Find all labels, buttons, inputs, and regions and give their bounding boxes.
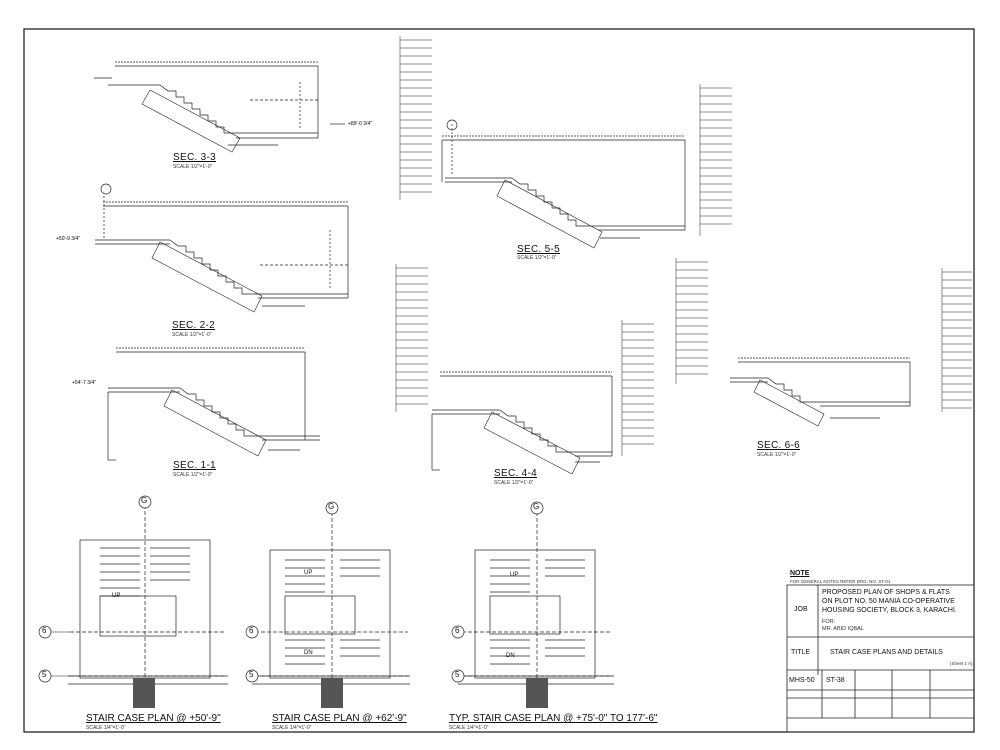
title-block-job-label: JOB: [794, 606, 808, 613]
plan-3-dn-label: DN: [506, 653, 515, 659]
section-2-2-drawing: [95, 196, 349, 313]
section-5-5-drawing: [441, 124, 686, 249]
plan-3-grid-5-bubble: [451, 669, 465, 683]
section-4-4-scale: SCALE 1/2"=1'-0": [494, 480, 534, 486]
stair-plan-2-drawing: [252, 512, 410, 708]
section-3-3-scale: SCALE 1/2"=1'-0": [173, 164, 213, 170]
note-text: FOR GENERAL NOTES REFER DRG. NO. ST-01: [790, 579, 891, 584]
title-block-for-label: FOR:: [822, 619, 836, 625]
section-1-1-title: SEC. 1-1: [173, 460, 216, 471]
plan-3-grid-g-label: G: [533, 502, 540, 511]
section-6-6-scale: SCALE 1/2"=1'-0": [757, 452, 797, 458]
stair-plan-3-title: TYP. STAIR CASE PLAN @ +75'-0" TO 177'-6…: [449, 713, 658, 724]
section-4-4-title: SEC. 4-4: [494, 468, 537, 479]
stair-plan-2-column: [321, 678, 343, 708]
plan-2-grid-5-label: 5: [249, 670, 254, 679]
level-column-left-mid: [395, 264, 428, 412]
stair-plan-3-column: [526, 678, 548, 708]
title-block-title-label: TITLE: [791, 649, 811, 656]
section-2-2-title: SEC. 2-2: [172, 320, 215, 331]
section-1-1-level: +54'-7 3/4": [72, 380, 96, 386]
plan-2-dn-label: DN: [304, 650, 313, 656]
section-2-2-scale: SCALE 1/2"=1'-0": [172, 332, 212, 338]
section-5-5-title: SEC. 5-5: [517, 244, 560, 255]
plan-2-grid-g-bubble: [325, 501, 339, 515]
title-block-project-code: MHS-50: [789, 677, 815, 684]
plan-3-grid-6-label: 6: [455, 626, 460, 635]
plan-2-grid-g-label: G: [328, 502, 335, 511]
section-1-1-scale: SCALE 1/2"=1'-0": [173, 472, 213, 478]
plan-2-grid-6-bubble: [245, 625, 259, 639]
stair-plan-3-scale: SCALE 1/4"=1'-0": [449, 725, 489, 731]
section-3-3-drawing: [94, 61, 345, 153]
section-6-6-title: SEC. 6-6: [757, 440, 800, 451]
note-heading: NOTE: [790, 570, 810, 577]
plan-2-grid-5-bubble: [245, 669, 259, 683]
title-block-drawing-no: ST-38: [826, 677, 845, 684]
stair-plan-2-scale: SCALE 1/4"=1'-0": [272, 725, 312, 731]
level-column-left-top: [399, 36, 432, 200]
section-1-1-drawing: [107, 347, 320, 461]
section-3-3-level: +89'-0 3/4": [348, 121, 372, 127]
title-block-client: MR. ABID IQBAL: [822, 626, 864, 632]
plan-3-grid-6-bubble: [451, 625, 465, 639]
title-block-job-line-2: ON PLOT NO. 50 MANIA CO-OPERATIVE: [822, 598, 955, 605]
plan-1-grid-g-label: G: [141, 496, 148, 505]
section-6-6-drawing: [730, 357, 911, 427]
title-block-job-line-1: PROPOSED PLAN OF SHOPS & FLATS: [822, 589, 950, 596]
title-block-title-text: STAIR CASE PLANS AND DETAILS: [830, 649, 943, 656]
plan-1-grid-g-bubble: [138, 495, 152, 509]
plan-3-grid-5-label: 5: [455, 670, 460, 679]
section-5-5-scale: SCALE 1/2"=1'-0": [517, 255, 557, 261]
plan-3-up-label: UP: [510, 572, 519, 578]
stair-plan-1-column: [133, 678, 155, 708]
title-block-job-line-3: HOUSING SOCIETY, BLOCK 3, KARACHI.: [822, 607, 957, 614]
stair-plan-1-scale: SCALE 1/4"=1'-0": [86, 725, 126, 731]
level-column-right-mid: [675, 258, 708, 384]
stair-plan-2-title: STAIR CASE PLAN @ +62'-9": [272, 713, 407, 724]
stair-plan-1-title: STAIR CASE PLAN @ +50'-9": [86, 713, 221, 724]
level-column-center-mid: [621, 320, 654, 456]
section-2-2-level: +50'-9 3/4": [56, 236, 80, 242]
level-column-far-right: [941, 268, 972, 412]
plan-3-grid-g-bubble: [530, 501, 544, 515]
plan-1-up-label: UP: [112, 593, 121, 599]
plan-1-grid-6-label: 6: [42, 626, 47, 635]
title-block-sheet-no: (Sheet 1 A): [950, 661, 973, 666]
plan-2-grid-6-label: 6: [249, 626, 254, 635]
plan-1-grid-5-label: 5: [42, 670, 47, 679]
level-column-right-top: [699, 84, 732, 236]
stair-plan-1-drawing: [68, 505, 228, 708]
sheet-border: [23, 28, 975, 733]
section-4-4-drawing: [431, 371, 613, 475]
section-3-3-title: SEC. 3-3: [173, 152, 216, 163]
title-block-frame: [786, 584, 975, 733]
plan-2-up-label: UP: [304, 570, 313, 576]
